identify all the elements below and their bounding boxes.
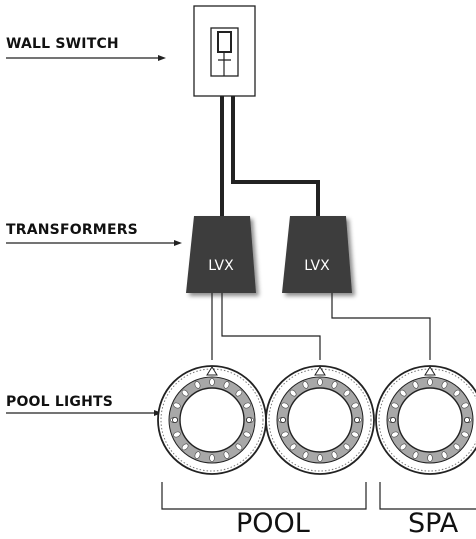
spa-bracket xyxy=(379,482,476,510)
transformer-left-label: LVX xyxy=(208,258,234,274)
wall-switch-pointer-arrow xyxy=(6,55,166,61)
pool-group-label: POOL xyxy=(236,508,310,539)
pool-light-1 xyxy=(157,365,267,475)
transformer-left xyxy=(186,216,256,293)
wall-switch xyxy=(193,5,256,97)
transformers-label: TRANSFORMERS xyxy=(6,222,138,238)
switch-wires xyxy=(220,96,320,216)
pool-lights-label: POOL LIGHTS xyxy=(6,394,114,410)
transformers-pointer-arrow xyxy=(6,240,182,246)
spa-light xyxy=(375,365,476,475)
pool-bracket xyxy=(161,482,367,510)
pool-light-2 xyxy=(265,365,375,475)
transformer-right-label: LVX xyxy=(304,258,330,274)
spa-group-label: SPA xyxy=(408,508,459,539)
wall-switch-label: WALL SWITCH xyxy=(6,36,119,52)
pool-lights-group xyxy=(157,365,476,475)
transformer-right xyxy=(282,216,352,293)
pool-lights-pointer-arrow xyxy=(6,410,162,416)
light-wires xyxy=(211,293,431,360)
